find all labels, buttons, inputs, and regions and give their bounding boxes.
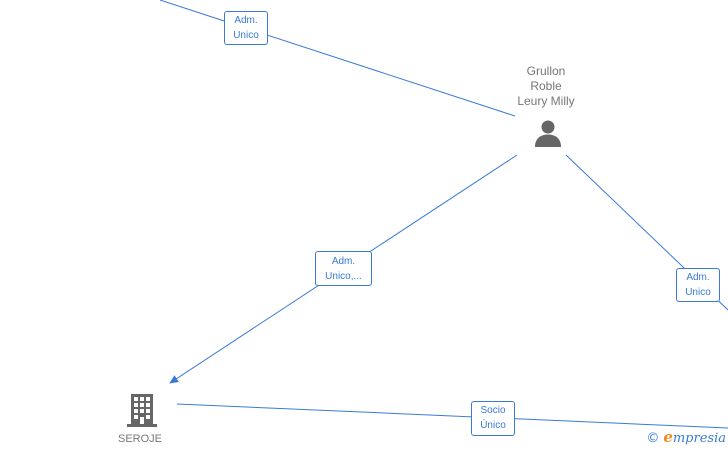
edge-line-top-left[interactable] — [159, 0, 516, 117]
brand-initial: e — [663, 428, 673, 446]
edge-label-seroje-bottom-line1: Socio — [480, 405, 506, 416]
copyright-icon: © — [646, 431, 660, 446]
person-name-line-2: Roble — [530, 79, 562, 93]
edge-label-top-left-line2: Unico — [233, 30, 259, 41]
person-node-name[interactable]: Grullon Roble Leury Milly — [496, 64, 596, 109]
edge-label-person-to-seroje-line1: Adm. — [331, 256, 356, 267]
edge-label-person-to-seroje[interactable]: Adm. Unico,... — [315, 251, 372, 286]
edge-label-right[interactable]: Adm. Unico — [676, 268, 720, 302]
edge-label-seroje-bottom[interactable]: Socio Único — [471, 401, 515, 436]
edge-label-right-line2: Unico — [685, 287, 711, 298]
person-icon[interactable] — [533, 118, 563, 148]
empresia-watermark: ©empresia — [646, 428, 726, 446]
edge-label-top-left-line1: Adm. — [234, 15, 258, 26]
edge-label-seroje-bottom-line2: Único — [480, 420, 506, 431]
building-icon[interactable] — [126, 392, 158, 428]
edge-line-seroje-bottom[interactable] — [176, 403, 728, 429]
edge-label-person-to-seroje-line2: Unico,... — [325, 271, 362, 282]
edge-label-right-line1: Adm. — [686, 272, 710, 283]
person-name-line-1: Grullon — [526, 64, 566, 78]
brand-rest: mpresia — [672, 431, 726, 446]
company-node-name[interactable]: SEROJE — [117, 433, 162, 445]
edge-label-top-left[interactable]: Adm. Unico — [224, 11, 268, 45]
person-name-line-3: Leury Milly — [517, 94, 575, 108]
